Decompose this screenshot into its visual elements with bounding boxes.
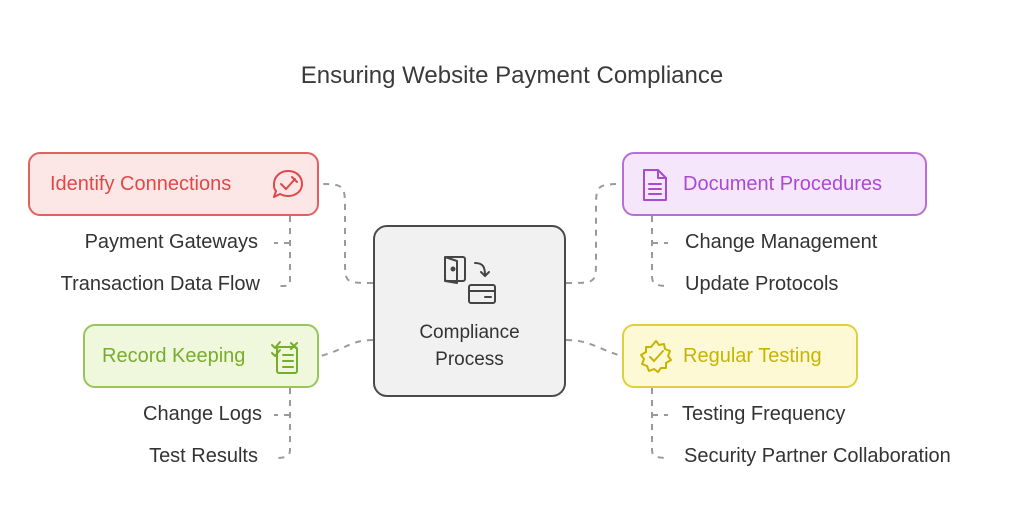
testing-item-1: Testing Frequency: [682, 403, 846, 425]
center-label-line1: Compliance: [419, 322, 520, 343]
center-label-line2: Process: [435, 349, 504, 370]
center-label: Compliance Process: [375, 319, 564, 373]
identify-connections-label: Identify Connections: [50, 172, 232, 195]
checklist-icon: [271, 341, 298, 374]
record-item-2: Test Results: [149, 445, 258, 467]
identify-connections-node: Identify Connections: [28, 152, 319, 216]
record-item-1: Change Logs: [143, 403, 262, 425]
gear-check-icon: [640, 340, 672, 373]
document-procedures-label: Document Procedures: [683, 172, 882, 195]
document-item-2: Update Protocols: [685, 273, 839, 295]
document-procedures-node: Document Procedures: [622, 152, 927, 216]
regular-testing-node: Regular Testing: [622, 324, 858, 388]
document-icon: [643, 169, 667, 201]
regular-testing-label: Regular Testing: [683, 344, 822, 367]
check-bubble-icon: [273, 170, 303, 198]
diagram-title: Ensuring Website Payment Compliance: [300, 62, 724, 89]
record-keeping-node: Record Keeping: [83, 324, 319, 388]
identify-item-2: Transaction Data Flow: [60, 273, 260, 295]
payment-transfer-icon: [444, 256, 496, 304]
center-node: Compliance Process: [373, 225, 566, 397]
record-keeping-label: Record Keeping: [102, 344, 246, 367]
document-item-1: Change Management: [685, 231, 878, 253]
testing-item-2: Security Partner Collaboration: [684, 445, 951, 467]
identify-item-1: Payment Gateways: [84, 231, 258, 253]
